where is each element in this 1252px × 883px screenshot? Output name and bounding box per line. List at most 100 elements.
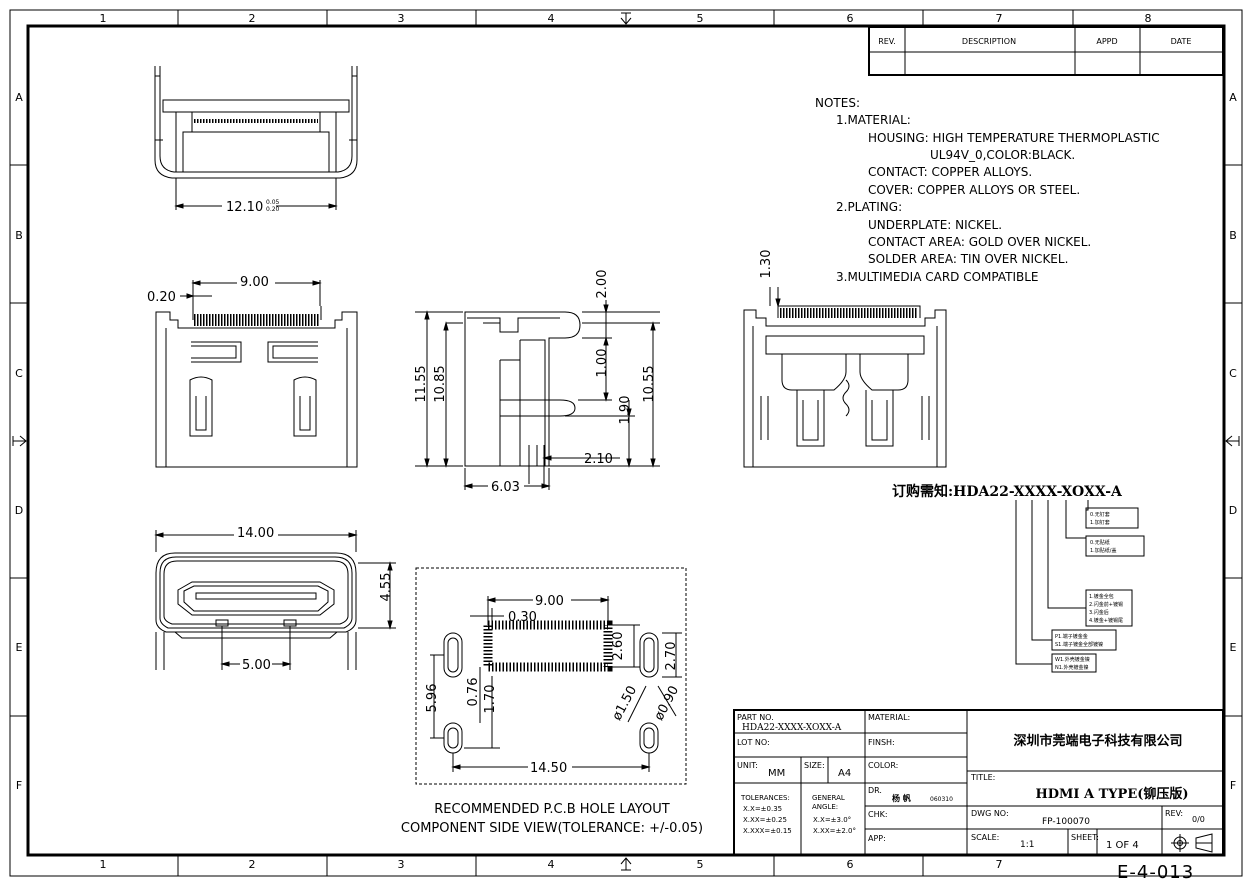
dim-side-h2: 10.85 xyxy=(433,365,448,402)
part-no-label: PART NO. xyxy=(737,713,774,722)
order-option: 3.闪金后 xyxy=(1089,609,1109,616)
size-label: SIZE: xyxy=(804,761,825,770)
note-line: 1.MATERIAL: xyxy=(836,113,911,127)
dim-bottom-w: 14.00 xyxy=(237,526,274,541)
pcb-caption-line2: COMPONENT SIDE VIEW(TOLERANCE: +/-0.05) xyxy=(401,821,703,836)
zone-labels-top: 1 2 3 4 5 6 7 8 xyxy=(100,12,1152,25)
rear-view: 1.30 xyxy=(743,250,947,468)
dr-date: 060310 xyxy=(930,796,953,803)
zone-label: 5 xyxy=(697,12,704,25)
revision-table: REV. DESCRIPTION APPD DATE xyxy=(868,26,1224,76)
rev-header: REV. xyxy=(878,37,896,46)
front-view: 9.00 0.20 xyxy=(147,273,358,468)
zone-label: E xyxy=(1230,641,1237,654)
zone-label: D xyxy=(1229,504,1237,517)
tolerance-3: X.XXX=±0.15 xyxy=(743,827,792,835)
dim-side-w: 6.03 xyxy=(491,480,520,495)
order-box: P1.端子镀金金 S1.端子镀金全部镀镍 xyxy=(1051,629,1117,651)
mating-face-view: 14.00 4.55 5.00 xyxy=(154,524,396,673)
zone-labels-bottom: 1 2 3 4 5 6 7 xyxy=(100,858,1003,871)
top-view: 12.10 0.05 0.20 xyxy=(154,66,358,215)
dim-pcb-total: 14.50 xyxy=(530,761,567,776)
zone-label: 8 xyxy=(1145,12,1152,25)
zone-label: 3 xyxy=(398,12,405,25)
app-label: APP: xyxy=(868,834,886,843)
order-option: W1.外壳镀金镍 xyxy=(1055,656,1090,663)
note-line: 2.PLATING: xyxy=(836,200,902,214)
notes-heading: NOTES: xyxy=(815,96,860,110)
dim-pcb-v3: 1.70 xyxy=(483,685,498,714)
unit-label: UNIT: xyxy=(737,761,758,770)
dr-label: DR. xyxy=(868,786,882,795)
order-option: N1.外壳镀金镍 xyxy=(1055,664,1089,671)
zone-labels-right: A B C D E F xyxy=(1229,91,1237,792)
zone-label: 2 xyxy=(249,858,256,871)
finish-label: FINSH: xyxy=(868,738,895,747)
pcb-layout: 9.00 0.30 2.60 2.70 5.96 0.76 1.70 ø1.50… xyxy=(415,567,687,785)
title-label: TITLE: xyxy=(970,773,995,782)
zone-label: 3 xyxy=(398,858,405,871)
dr-name: 杨 帆 xyxy=(892,793,911,803)
note-line: SOLDER AREA: TIN OVER NICKEL. xyxy=(868,252,1068,266)
dim-pcb-dia1: ø1.50 xyxy=(610,684,641,724)
description-header: DESCRIPTION xyxy=(962,37,1016,46)
zone-label: C xyxy=(15,367,23,380)
drawing-title: HDMI A TYPE(铆压版) xyxy=(1035,786,1188,802)
angle-2: X.XX=±2.0° xyxy=(813,827,856,835)
note-line: CONTACT AREA: GOLD OVER NICKEL. xyxy=(868,235,1091,249)
appd-header: APPD xyxy=(1096,37,1117,46)
zone-label: E xyxy=(16,641,23,654)
zone-label: 4 xyxy=(548,858,555,871)
lot-no-label: LOT NO: xyxy=(737,738,770,747)
note-line: COVER: COPPER ALLOYS OR STEEL. xyxy=(868,183,1080,197)
inner-border xyxy=(26,24,1226,857)
scale-label: SCALE: xyxy=(971,833,999,842)
pcb-caption-line1: RECOMMENDED P.C.B HOLE LAYOUT xyxy=(434,802,670,817)
zone-label: 1 xyxy=(100,12,107,25)
dim-side-d4: 2.10 xyxy=(584,452,613,467)
angle-1: X.X=±3.0° xyxy=(813,816,851,824)
zone-label: 7 xyxy=(996,12,1003,25)
side-view: 11.55 10.85 2.00 1.00 1.90 10.55 2.10 6.… xyxy=(414,270,660,495)
zone-label: B xyxy=(15,229,23,242)
order-info: 订购需知:HDA22-XXXX-XOXX-A 0.无钉套 1.加钉套 0.无贴纸… xyxy=(892,483,1145,673)
company-name: 深圳市莞端电子科技有限公司 xyxy=(1013,733,1182,749)
chk-label: CHK: xyxy=(868,810,888,819)
order-box: 0.无贴纸 1.加贴纸/盖 xyxy=(1085,535,1145,557)
zone-label: A xyxy=(1229,91,1237,104)
projection-symbol-icon xyxy=(1171,833,1213,853)
zone-label: 6 xyxy=(847,858,854,871)
material-label: MATERIAL: xyxy=(868,713,910,722)
zone-label: 4 xyxy=(548,12,555,25)
dim-pcb-dia2: ø0.90 xyxy=(652,684,683,724)
order-option: 1.加钉套 xyxy=(1090,519,1110,526)
date-header: DATE xyxy=(1171,37,1192,46)
order-option: 1.加贴纸/盖 xyxy=(1090,547,1116,554)
outer-border xyxy=(9,9,1243,877)
zone-label: 2 xyxy=(249,12,256,25)
order-option: 2.闪金前+镀锡 xyxy=(1089,601,1123,608)
zone-label: F xyxy=(16,779,22,792)
sheet-label: SHEET: xyxy=(1071,833,1099,842)
tolerance-1: X.X=±0.35 xyxy=(743,805,782,813)
size-value: A4 xyxy=(838,768,851,779)
dwg-label: DWG NO: xyxy=(971,809,1009,818)
order-title: 订购需知:HDA22-XXXX-XOXX-A xyxy=(892,483,1123,500)
dim-front-span: 9.00 xyxy=(240,275,269,290)
order-option: 4.镀金+镀锡尾 xyxy=(1089,617,1123,624)
dim-top-width: 12.10 xyxy=(226,200,263,215)
dim-front-pitch: 0.20 xyxy=(147,290,176,305)
dim-side-h1: 11.55 xyxy=(414,365,429,402)
dim-pcb-h1: 2.60 xyxy=(611,632,626,661)
dim-side-d2: 1.00 xyxy=(595,349,610,378)
dim-pcb-v1: 5.96 xyxy=(425,684,440,713)
note-line: 3.MULTIMEDIA CARD COMPATIBLE xyxy=(836,270,1039,284)
zone-label: 7 xyxy=(996,858,1003,871)
drawing-reference: E-4-013 xyxy=(1117,862,1194,883)
angle-label: ANGLE: xyxy=(812,803,838,811)
zone-labels-left: A B C D E F xyxy=(15,91,23,792)
zone-label: 6 xyxy=(847,12,854,25)
note-line: CONTACT: COPPER ALLOYS. xyxy=(868,165,1032,179)
note-line: UL94V_0,COLOR:BLACK. xyxy=(930,148,1075,162)
